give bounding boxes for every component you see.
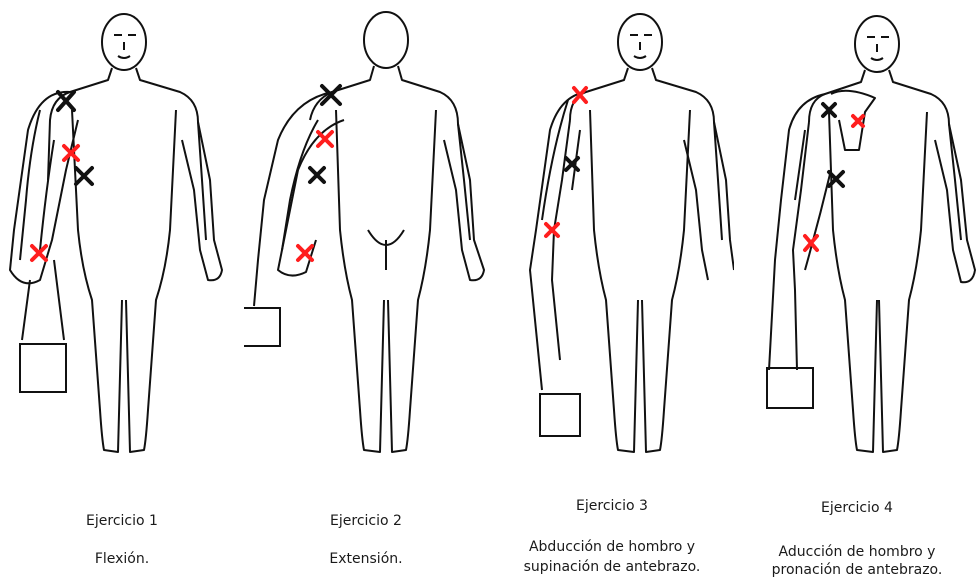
exercise-desc-line: pronación de antebrazo. <box>735 560 979 580</box>
exercise-title: Ejercicio 3 <box>490 496 734 516</box>
exercise-panel-2: Ejercicio 2 Extensión. <box>244 0 488 578</box>
weight-icon <box>20 344 66 392</box>
exercise-panel-4: Ejercicio 4 Aducción de hombro y pronaci… <box>735 0 979 578</box>
exercise-desc-line: Abducción de hombro y <box>490 537 734 557</box>
x-marker-icon <box>310 168 324 182</box>
weight-icon <box>767 368 813 408</box>
exercise-title: Ejercicio 1 <box>0 511 244 531</box>
exercise-desc-line: Extensión. <box>244 549 488 569</box>
weight-icon <box>540 394 580 436</box>
exercise-desc-line: Aducción de hombro y <box>735 542 979 562</box>
body-figure-3 <box>490 0 734 470</box>
exercise-panel-3: Ejercicio 3 Abducción de hombro y supina… <box>490 0 734 578</box>
head-icon <box>364 12 408 68</box>
arm-path <box>254 92 344 306</box>
exercise-title: Ejercicio 4 <box>735 498 979 518</box>
x-marker-icon <box>853 116 863 126</box>
exercise-panel-1: Ejercicio 1 Flexión. <box>0 0 244 578</box>
x-marker-icon <box>298 246 312 260</box>
x-marker-icon <box>318 132 332 146</box>
exercise-desc-line: Flexión. <box>0 549 244 569</box>
body-figure-2 <box>244 0 488 470</box>
exercise-desc-line: supinación de antebrazo. <box>490 557 734 577</box>
exercise-title: Ejercicio 2 <box>244 511 488 531</box>
body-figure-4 <box>735 0 979 470</box>
body-figure-1 <box>0 0 244 470</box>
weight-icon <box>244 308 280 346</box>
arm-path <box>769 94 825 370</box>
x-marker-icon <box>546 224 558 236</box>
x-marker-icon <box>32 246 46 260</box>
x-marker-icon <box>76 168 92 184</box>
